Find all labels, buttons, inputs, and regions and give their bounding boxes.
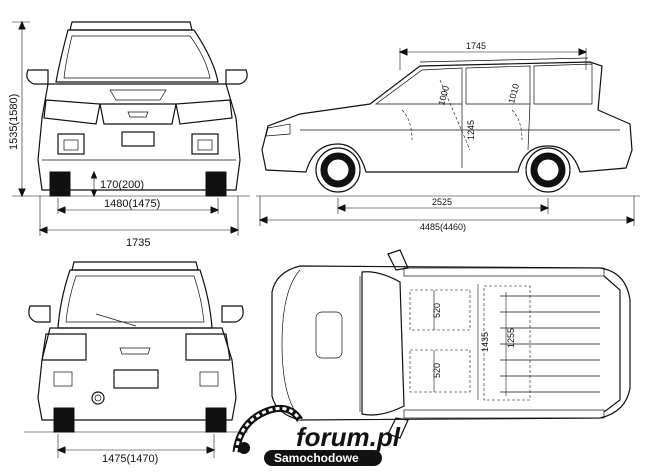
overall-length-label: 4485(4460): [420, 222, 466, 232]
watermark-logo: forum.pl Samochodowe: [232, 404, 401, 466]
front-seat-width-label: 520: [432, 303, 442, 318]
rear-legroom-label: 1010: [506, 83, 521, 105]
watermark-main-text: forum.pl: [296, 422, 401, 452]
rear-track-label: 1475(1470): [102, 453, 158, 465]
ground-clearance-label: 170(200): [100, 179, 144, 191]
interior-width-front-label: 1435: [480, 332, 490, 352]
watermark-sub-text: Samochodowe: [274, 451, 359, 465]
top-view: [271, 249, 631, 439]
rear-seat-width-label: 520: [432, 363, 442, 378]
wheelbase-label: 2525: [432, 197, 452, 207]
front-height-label: 1535(1580): [8, 94, 20, 150]
side-view: [256, 48, 640, 226]
rear-view: [24, 261, 248, 458]
roof-length-label: 1745: [466, 41, 486, 51]
interior-width-rear-label: 1255: [506, 328, 516, 348]
overall-width-label: 1735: [126, 237, 150, 249]
front-track-label: 1480(1475): [104, 198, 160, 210]
front-view: [12, 20, 250, 236]
front-legroom-label: 1000: [436, 85, 451, 107]
cabin-height-label: 1245: [466, 120, 476, 140]
